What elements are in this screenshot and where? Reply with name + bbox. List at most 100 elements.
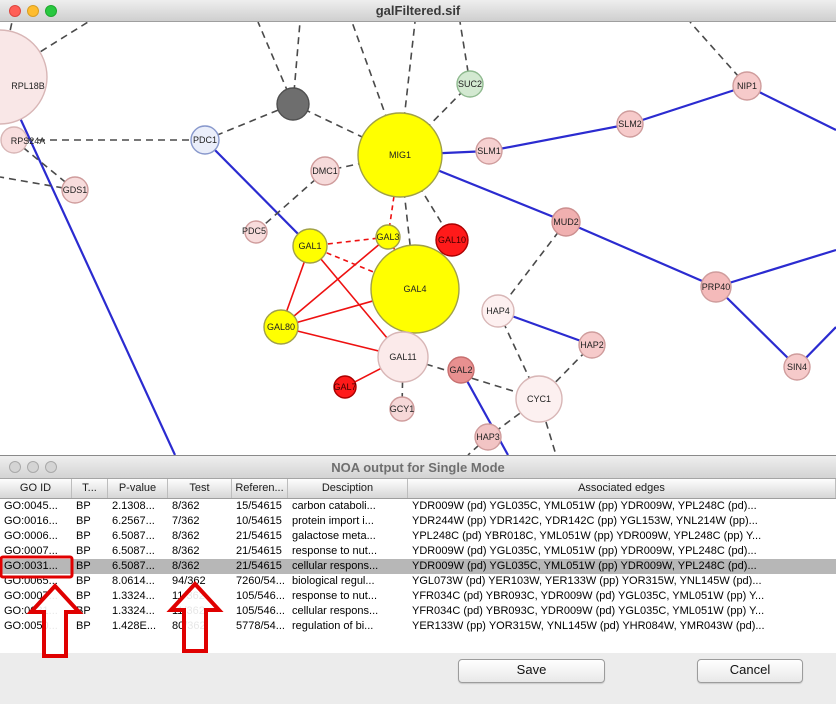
node-NIP1[interactable] bbox=[732, 71, 762, 101]
cell[interactable]: 6.2567... bbox=[112, 515, 155, 527]
cell[interactable]: 5778/54... bbox=[236, 620, 285, 632]
cell[interactable]: GO:0016... bbox=[4, 515, 58, 527]
node-GAL3[interactable] bbox=[375, 224, 401, 250]
node-GRAY1[interactable] bbox=[276, 87, 310, 121]
cell[interactable]: GO:0065... bbox=[4, 575, 58, 587]
cell[interactable]: 105/546... bbox=[236, 605, 285, 617]
node-CYC1[interactable] bbox=[515, 375, 563, 423]
column-header[interactable]: T... bbox=[72, 479, 108, 498]
cell[interactable]: 15/54615 bbox=[236, 500, 282, 512]
edge-NIP1-off[interactable] bbox=[746, 85, 836, 131]
cell[interactable]: 6.5087... bbox=[112, 560, 155, 572]
cell[interactable]: 11/362 bbox=[172, 590, 205, 602]
cell[interactable]: regulation of bi... bbox=[292, 620, 374, 632]
node-GDS1[interactable] bbox=[61, 176, 89, 204]
cell[interactable]: 6.5087... bbox=[112, 545, 155, 557]
table-row[interactable]: GO:0031... BP 1.3324... 11/362 105/546... cel… bbox=[0, 604, 836, 619]
cell[interactable]: GO:0006... bbox=[4, 530, 58, 542]
cell[interactable]: 1.428E... bbox=[112, 620, 157, 632]
node-GAL4[interactable] bbox=[370, 244, 460, 334]
close-button[interactable] bbox=[9, 5, 21, 17]
node-GAL2[interactable] bbox=[447, 356, 475, 384]
column-header[interactable]: P-value bbox=[108, 479, 168, 498]
cell[interactable]: 10/54615 bbox=[236, 515, 282, 527]
zoom-button-inactive[interactable] bbox=[45, 461, 57, 473]
cell[interactable]: 2.1308... bbox=[112, 500, 155, 512]
cell[interactable]: GO:0031... bbox=[4, 605, 58, 617]
cell[interactable]: GO:0007... bbox=[4, 545, 58, 557]
edge-DMC1-PDC5[interactable] bbox=[255, 170, 326, 233]
node-GAL1[interactable] bbox=[292, 228, 328, 264]
edge-GAL80-GAL3[interactable] bbox=[280, 236, 389, 328]
minimize-button[interactable] bbox=[27, 5, 39, 17]
cell[interactable]: 1.3324... bbox=[112, 605, 155, 617]
node-SIN4[interactable] bbox=[783, 353, 811, 381]
cell[interactable]: cellular respons... bbox=[292, 605, 379, 617]
cell[interactable]: YFR034C (pd) YBR093C, YDR009W (pd) YGL03… bbox=[412, 590, 765, 602]
cell[interactable]: BP bbox=[76, 575, 91, 587]
close-button-inactive[interactable] bbox=[9, 461, 21, 473]
cell[interactable]: 105/546... bbox=[236, 590, 285, 602]
cell[interactable]: BP bbox=[76, 515, 91, 527]
cell[interactable]: BP bbox=[76, 560, 91, 572]
zoom-button[interactable] bbox=[45, 5, 57, 17]
node-RPL18B[interactable] bbox=[0, 29, 48, 125]
node-SLM1[interactable] bbox=[475, 137, 503, 165]
cell[interactable]: 8/362 bbox=[172, 500, 200, 512]
column-header[interactable]: Desciption bbox=[288, 479, 408, 498]
cell[interactable]: BP bbox=[76, 605, 91, 617]
cell[interactable]: 80/362 bbox=[172, 620, 206, 632]
cell[interactable]: YDR009W (pd) YGL035C, YML051W (pp) YDR00… bbox=[412, 560, 757, 572]
cell[interactable]: 8/362 bbox=[172, 545, 200, 557]
edge-CYC1-off[interactable] bbox=[538, 398, 557, 455]
cell[interactable]: 94/362 bbox=[172, 575, 206, 587]
cell[interactable]: YGL073W (pd) YER103W, YER133W (pp) YOR31… bbox=[412, 575, 762, 587]
node-SLM2[interactable] bbox=[616, 110, 644, 138]
edge-MIG1-off[interactable] bbox=[399, 22, 416, 156]
edge-PDC1-GRAY1[interactable] bbox=[204, 103, 294, 141]
minimize-button-inactive[interactable] bbox=[27, 461, 39, 473]
save-button[interactable]: Save bbox=[458, 659, 605, 683]
edge-MUD2-PRP40[interactable] bbox=[565, 220, 717, 289]
node-MUD2[interactable] bbox=[551, 207, 581, 237]
node-GAL7[interactable] bbox=[333, 375, 357, 399]
column-header[interactable]: Referen... bbox=[232, 479, 288, 498]
cell[interactable]: 21/54615 bbox=[236, 530, 282, 542]
cell[interactable]: GO:0031... bbox=[4, 560, 58, 572]
edge-GAL3-MIG1[interactable] bbox=[387, 154, 401, 238]
cell[interactable]: GO:0007... bbox=[4, 590, 58, 602]
node-RPS24A[interactable] bbox=[0, 126, 28, 154]
cell[interactable]: 8.0614... bbox=[112, 575, 155, 587]
cell[interactable]: 7260/54... bbox=[236, 575, 285, 587]
cell[interactable]: 21/54615 bbox=[236, 545, 282, 557]
node-GAL10[interactable] bbox=[435, 223, 469, 257]
cell[interactable]: 1.3324... bbox=[112, 590, 155, 602]
node-HAP4[interactable] bbox=[481, 294, 515, 328]
node-DMC1[interactable] bbox=[310, 156, 340, 186]
node-GAL80[interactable] bbox=[263, 309, 299, 345]
edge-GAL11-GCY1[interactable] bbox=[401, 356, 404, 410]
table-row[interactable]: GO:0065... BP 8.0614... 94/362 7260/54... bio… bbox=[0, 574, 836, 589]
column-header[interactable]: Associated edges bbox=[408, 479, 836, 498]
edge-MUD2-HAP4[interactable] bbox=[497, 221, 567, 312]
cell[interactable]: BP bbox=[76, 590, 91, 602]
node-PDC1[interactable] bbox=[190, 125, 220, 155]
cell[interactable]: 8/362 bbox=[172, 530, 200, 542]
column-header[interactable]: Test bbox=[168, 479, 232, 498]
edge-SUC2-off[interactable] bbox=[459, 22, 471, 85]
cell[interactable]: 11/362 bbox=[172, 605, 205, 617]
cell[interactable]: biological regul... bbox=[292, 575, 375, 587]
cell[interactable]: BP bbox=[76, 545, 91, 557]
cancel-button[interactable]: Cancel bbox=[697, 659, 803, 683]
node-GCY1[interactable] bbox=[389, 396, 415, 422]
cell[interactable]: YPL248C (pd) YBR018C, YML051W (pp) YDR00… bbox=[412, 530, 762, 542]
node-MIG1[interactable] bbox=[357, 112, 443, 198]
edge-PDC1-GAL1[interactable] bbox=[204, 139, 311, 247]
